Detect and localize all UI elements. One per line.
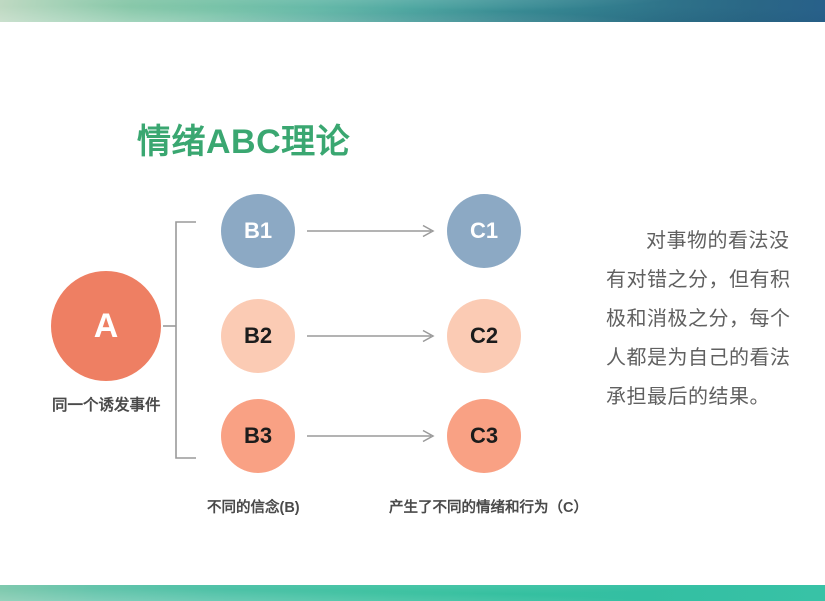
node-belief-b3-label: B3	[243, 423, 273, 448]
arrow-b2-to-c2-icon	[307, 329, 435, 343]
arrow-b3-to-c3-icon	[307, 429, 435, 443]
caption-beliefs: 不同的信念(B)	[207, 500, 300, 516]
node-belief-b2[interactable]: B2	[221, 299, 295, 373]
node-consequence-c2-label: C2	[469, 323, 499, 348]
node-belief-b1[interactable]: B1	[221, 194, 295, 268]
node-belief-b2-label: B2	[243, 323, 273, 348]
abc-diagram: A 同一个诱发事件 B1 C1 B2 C2	[51, 194, 588, 516]
node-belief-b1-label: B1	[243, 218, 273, 243]
node-trigger-a[interactable]: A	[51, 271, 161, 381]
node-consequence-c3[interactable]: C3	[447, 399, 521, 473]
caption-consequences: 产生了不同的情绪和行为（C）	[389, 500, 588, 516]
arrow-b1-to-c1-icon	[307, 224, 435, 238]
caption-trigger-a: 同一个诱发事件	[52, 397, 161, 414]
commentary-text: 对事物的看法没有对错之分，但有积极和消极之分，每个人都是为自己的看法承担最后的结…	[606, 230, 791, 408]
node-trigger-a-label: A	[93, 307, 119, 345]
bottom-decorative-band	[0, 585, 825, 601]
top-decorative-band	[0, 0, 825, 22]
node-consequence-c1[interactable]: C1	[447, 194, 521, 268]
node-belief-b3[interactable]: B3	[221, 399, 295, 473]
node-consequence-c2[interactable]: C2	[447, 299, 521, 373]
node-consequence-c3-label: C3	[469, 423, 499, 448]
bracket-connector-icon	[163, 221, 196, 459]
node-consequence-c1-label: C1	[469, 218, 499, 243]
page-title: 情绪ABC理论	[137, 123, 351, 161]
